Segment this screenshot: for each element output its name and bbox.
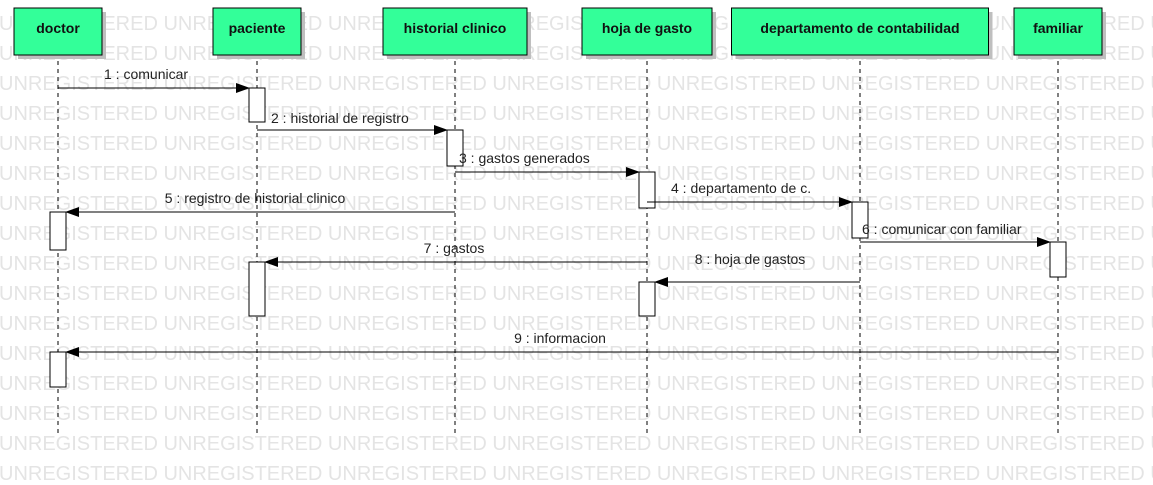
lifeline-label-doctor: doctor <box>36 20 80 36</box>
lifeline-header-depto[interactable] <box>731 7 989 56</box>
activation-bar-paciente <box>248 261 266 317</box>
message-label-7: 7 : gastos <box>424 240 485 256</box>
lifeline-header-hoja[interactable] <box>581 7 713 56</box>
lifeline-headers: doctor paciente historial clinico hoja de g… <box>13 7 1106 59</box>
lifeline-label-paciente: paciente <box>229 20 286 36</box>
lifeline-header-paciente[interactable] <box>212 7 302 56</box>
message-label-8: 8 : hoja de gastos <box>695 251 806 267</box>
message-label-3: 3 : gastos generados <box>459 150 590 166</box>
watermark-text: UNREGISTERED UNREGISTERED UNREGISTERED U… <box>0 373 1153 395</box>
activation-bar-hoja <box>638 171 656 209</box>
watermark-text: UNREGISTERED UNREGISTERED UNREGISTERED U… <box>0 433 1153 455</box>
lifeline-label-familiar: familiar <box>1033 20 1083 36</box>
activation-bar-depto <box>851 201 869 239</box>
message-label-1: 1 : comunicar <box>104 66 188 82</box>
activation-bar-doctor <box>49 351 67 388</box>
watermark-text: UNREGISTERED UNREGISTERED UNREGISTERED U… <box>0 103 1153 125</box>
lifeline-label-depto: departamento de contabilidad <box>760 20 959 36</box>
message-label-2: 2 : historial de registro <box>271 110 409 126</box>
lifeline-header-familiar[interactable] <box>1013 7 1103 56</box>
lifeline-label-hoja: hoja de gasto <box>602 20 692 36</box>
watermark-text: UNREGISTERED UNREGISTERED UNREGISTERED U… <box>0 343 1153 365</box>
activation-bar-hoja <box>638 281 656 317</box>
messages: 1 : comunicar 2 : historial de registro 3 … <box>58 66 1058 357</box>
watermark-text: UNREGISTERED UNREGISTERED UNREGISTERED U… <box>0 403 1153 425</box>
message-label-5: 5 : registro de historial clinico <box>165 190 346 206</box>
message-label-4: 4 : departamento de c. <box>671 180 811 196</box>
watermark-text: UNREGISTERED UNREGISTERED UNREGISTERED U… <box>0 253 1153 275</box>
lifeline-label-historial: historial clinico <box>404 20 507 36</box>
watermark-layer: UNREGISTERED UNREGISTERED UNREGISTERED U… <box>0 13 1153 485</box>
watermark-text: UNREGISTERED UNREGISTERED UNREGISTERED U… <box>0 283 1153 305</box>
activation-bar-historial <box>446 129 464 167</box>
watermark-text: UNREGISTERED UNREGISTERED UNREGISTERED U… <box>0 163 1153 185</box>
activations <box>49 87 1067 388</box>
message-label-6: 6 : comunicar con familiar <box>862 221 1022 237</box>
watermark-text: UNREGISTERED UNREGISTERED UNREGISTERED U… <box>0 73 1153 95</box>
lifeline-header-historial[interactable] <box>382 7 528 56</box>
activation-bar-paciente <box>248 87 266 123</box>
lifeline-header-doctor[interactable] <box>13 7 103 56</box>
activation-bar-doctor <box>49 211 67 251</box>
message-label-9: 9 : informacion <box>514 330 606 346</box>
activation-bar-familiar <box>1049 241 1067 278</box>
watermark-text: UNREGISTERED UNREGISTERED UNREGISTERED U… <box>0 133 1153 155</box>
watermark-text: UNREGISTERED UNREGISTERED UNREGISTERED U… <box>0 313 1153 335</box>
watermark-text: UNREGISTERED UNREGISTERED UNREGISTERED U… <box>0 463 1153 485</box>
